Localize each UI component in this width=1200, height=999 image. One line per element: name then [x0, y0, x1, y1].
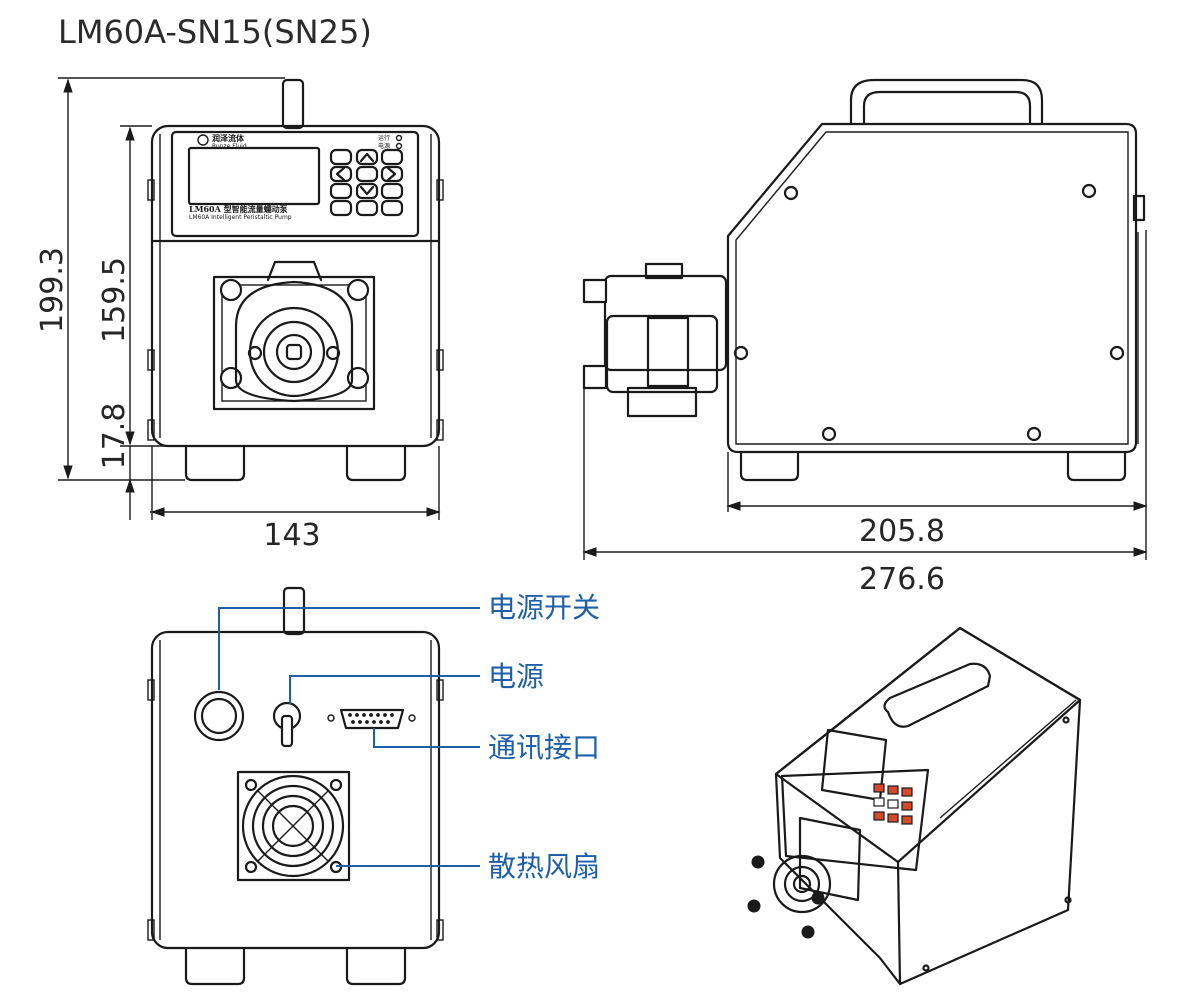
dim-width: 143 — [263, 518, 320, 553]
drawing-title: LM60A-SN15(SN25) — [58, 13, 372, 51]
down-arrow-icon — [359, 185, 375, 196]
power-switch-icon — [193, 690, 245, 742]
keypad — [329, 148, 404, 217]
iso-outline — [774, 626, 1082, 986]
foot-right — [345, 444, 407, 482]
model-en: LM60A Intelligent Peristaltic Pump — [189, 214, 292, 221]
status-power-label: 电源 — [378, 142, 390, 150]
status-run-label: 运行 — [378, 134, 390, 142]
side-fitting-top — [582, 278, 608, 304]
side-pump-head — [582, 262, 728, 418]
side-fitting-bottom — [582, 364, 608, 390]
dim-foot-height: 17.8 — [97, 403, 132, 470]
comm-port-icon — [339, 708, 405, 730]
side-body — [726, 122, 1138, 454]
right-arrow-icon — [386, 166, 397, 182]
callout-power-switch: 电源开关 — [488, 591, 600, 624]
side-dimensions: 205.8 276.6 — [582, 230, 1148, 597]
iso-handle — [883, 662, 992, 728]
side-foot-front — [739, 450, 800, 482]
pump-head — [212, 260, 376, 411]
control-panel: 润泽流体 Runze Fluid 运行 电源 LM60A 型智能流量蠕动泵 LM… — [170, 130, 420, 238]
front-view: 润泽流体 Runze Fluid 运行 电源 LM60A 型智能流量蠕动泵 LM… — [147, 78, 444, 482]
brand-cn: 润泽流体 — [212, 133, 245, 143]
brand-en: Runze Fluid — [212, 143, 247, 150]
lcd-screen — [187, 146, 321, 206]
callouts: 电源开关 电源 通讯接口 散热风扇 — [218, 591, 600, 883]
side-handle — [849, 78, 1044, 126]
dim-body-height: 159.5 — [97, 257, 132, 343]
isometric-view — [747, 626, 1082, 986]
dim-depth-total: 276.6 — [859, 562, 945, 597]
left-arrow-icon — [335, 166, 346, 182]
callout-power: 电源 — [488, 660, 544, 693]
rear-view — [147, 586, 444, 986]
run-led-icon — [395, 134, 403, 142]
model-cn: LM60A 型智能流量蠕动泵 — [189, 204, 288, 214]
callout-comm-port: 通讯接口 — [488, 731, 600, 764]
side-foot-rear — [1066, 450, 1127, 482]
cooling-fan-icon — [236, 770, 351, 882]
power-led-icon — [395, 142, 403, 150]
side-view — [582, 78, 1146, 482]
up-arrow-icon — [359, 152, 375, 163]
rear-plug — [1132, 194, 1146, 222]
housing — [150, 124, 441, 448]
dim-total-height: 199.3 — [35, 247, 70, 333]
iso-top-side — [774, 626, 1082, 864]
handle-stub — [281, 78, 305, 130]
front-dimensions: 199.3 159.5 17.8 143 — [35, 77, 441, 553]
rear-housing — [150, 630, 441, 950]
dim-depth-body: 205.8 — [859, 514, 945, 549]
brand-logo-icon — [197, 134, 209, 146]
callout-fan: 散热风扇 — [488, 850, 600, 883]
foot-left — [184, 444, 246, 482]
